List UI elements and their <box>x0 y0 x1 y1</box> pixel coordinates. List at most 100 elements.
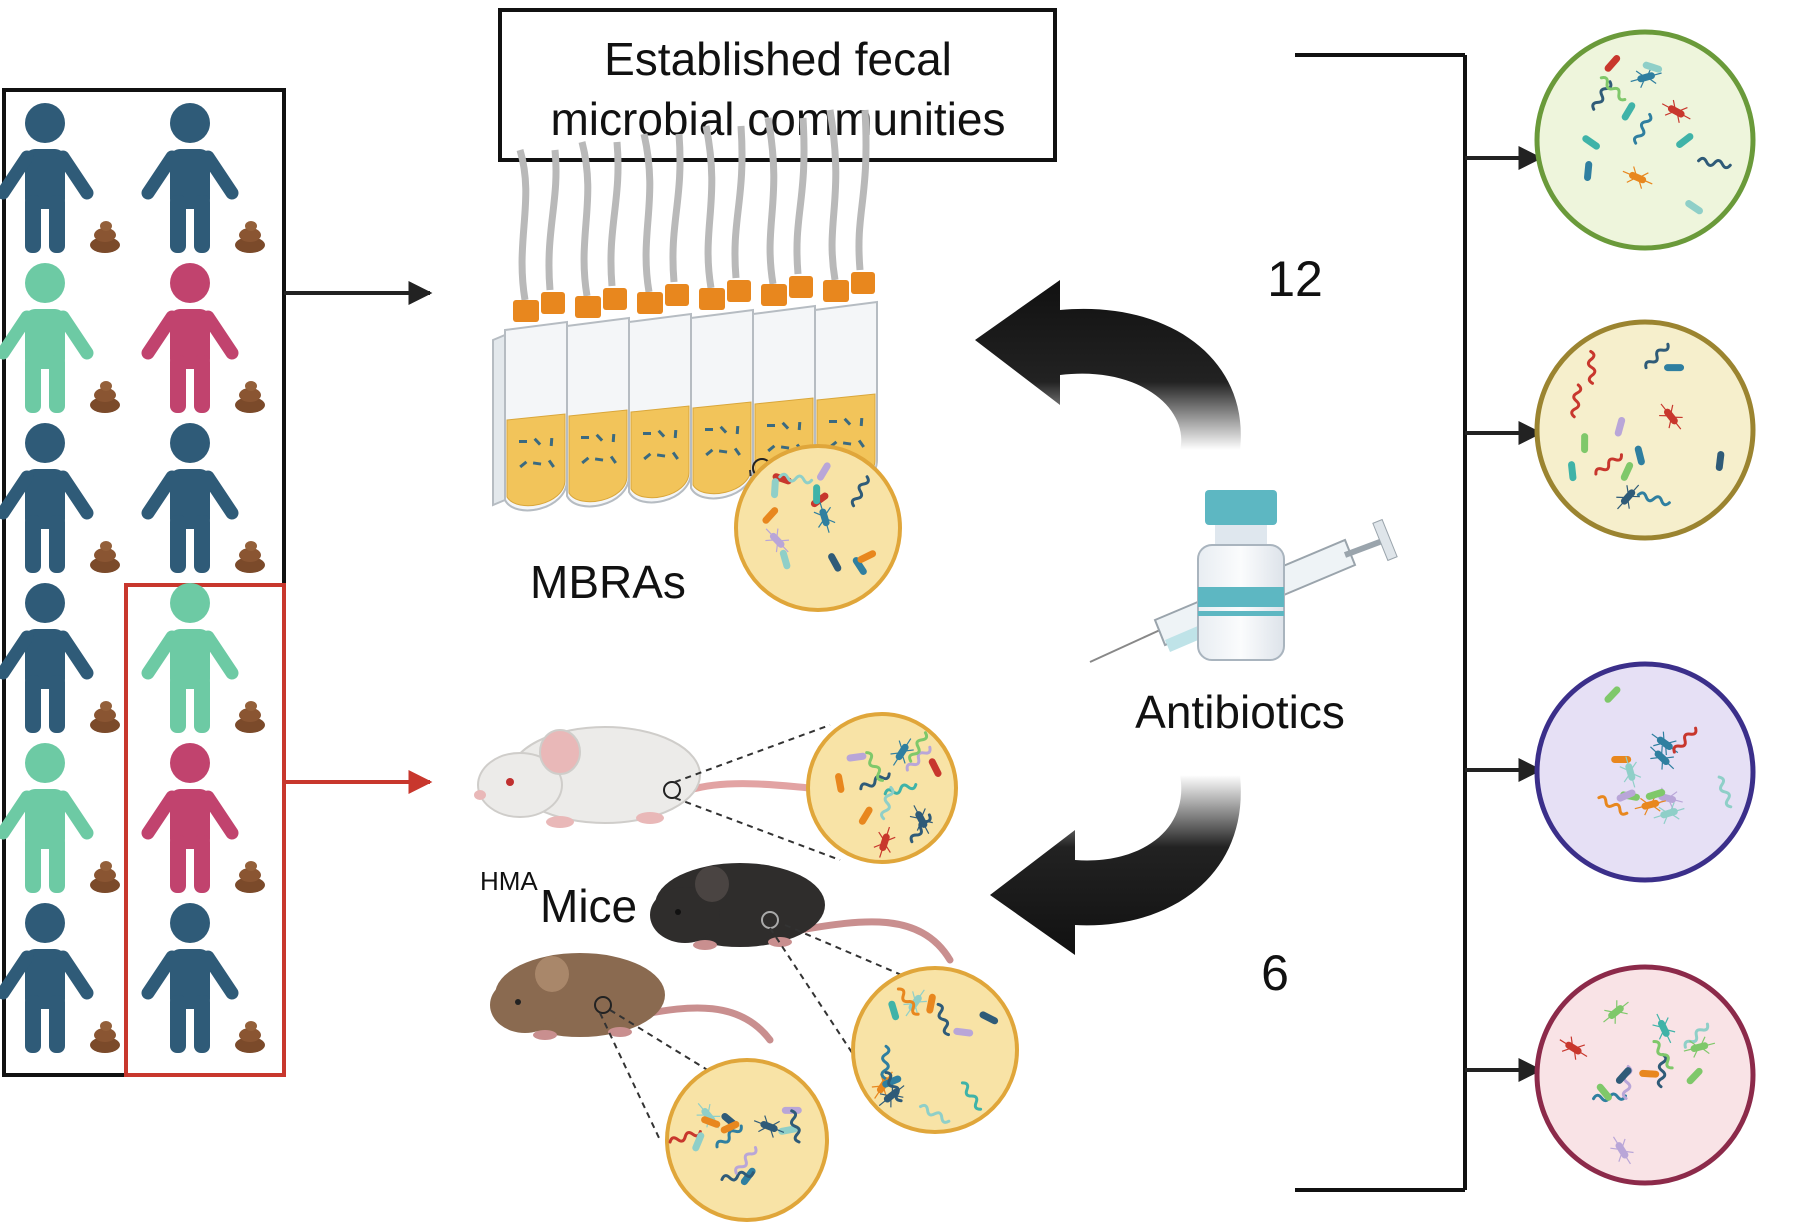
bacterium-icon <box>1570 383 1583 419</box>
stool-icon <box>90 221 120 253</box>
bacterium-icon <box>1683 1036 1716 1058</box>
donor-person-icon <box>0 583 94 733</box>
bacterium-icon <box>765 528 790 553</box>
bacterium-icon <box>1634 445 1645 466</box>
stool-icon <box>235 221 265 253</box>
mice-label: Mice <box>540 880 637 932</box>
bacterium-icon <box>890 738 914 766</box>
outcome-communities <box>1534 29 1756 1186</box>
outcome-community-2 <box>1534 319 1756 541</box>
bacterium-icon <box>1610 1136 1634 1165</box>
bacterium-icon <box>882 1075 902 1088</box>
curved-arrow-to-mice <box>990 775 1241 955</box>
stool-icon <box>90 861 120 893</box>
brown-mouse-zoom-source <box>594 996 612 1014</box>
bacterium-icon <box>865 751 885 782</box>
white-mouse-microbe-zoom <box>806 712 958 864</box>
bacterium-icon <box>1642 61 1663 73</box>
stool-icon <box>235 861 265 893</box>
bacterium-icon <box>1661 99 1691 123</box>
bacterium-icon <box>1652 1040 1674 1070</box>
white-mouse <box>474 726 934 828</box>
bacterium-icon <box>813 501 836 533</box>
black-mouse <box>650 863 954 964</box>
bacterium-icon <box>859 772 891 791</box>
donor-person-icon <box>141 583 239 733</box>
brown-mouse-zoom-line <box>599 1012 661 1141</box>
bacterium-icon <box>1584 161 1593 181</box>
bacterium-icon <box>1653 802 1685 825</box>
stool-icon <box>235 381 265 413</box>
stool-icon <box>235 541 265 573</box>
bacterium-icon <box>789 1109 801 1144</box>
title-line-1: Established fecal <box>604 33 952 85</box>
bacterium-icon <box>909 813 932 844</box>
bacterium-icon <box>979 1011 999 1025</box>
bacterium-icon <box>926 993 936 1014</box>
bacterium-icon <box>1715 451 1725 471</box>
bacterium-icon <box>1652 1013 1676 1044</box>
bacterium-icon <box>1634 794 1666 816</box>
bacterium-icon <box>1636 491 1671 507</box>
title-box <box>498 8 1057 162</box>
petri-circle <box>734 444 902 612</box>
bacterium-icon <box>1685 200 1703 215</box>
stool-icon <box>90 701 120 733</box>
donor-person-icon <box>141 423 239 573</box>
bacterium-icon <box>1603 1000 1629 1024</box>
bacterium-icon <box>846 752 867 762</box>
bacterium-icon <box>903 989 927 1017</box>
bacterium-icon <box>1639 1069 1660 1078</box>
bacterium-icon <box>953 1027 974 1037</box>
bacterium-icon <box>1651 731 1679 756</box>
bacterium-icon <box>1599 76 1627 102</box>
bacterium-icon <box>1582 135 1600 150</box>
bacterium-icon <box>720 1170 755 1182</box>
donor-person-icon <box>141 103 239 253</box>
bacterium-icon <box>762 507 779 524</box>
bacterium-icon <box>1615 1067 1632 1084</box>
bacterium-icon <box>1630 66 1662 88</box>
antibiotics-label: Antibiotics <box>1135 686 1345 738</box>
bacterium-icon <box>1616 484 1640 510</box>
bacterium-icon <box>1683 1022 1710 1049</box>
outcome-bracket <box>1295 53 1467 1192</box>
bacterium-icon <box>778 472 814 485</box>
bacterium-icon <box>1676 133 1694 149</box>
bacterium-icon <box>936 1002 951 1037</box>
bacterium-icon <box>734 1146 758 1175</box>
brown-mouse <box>490 953 774 1044</box>
bacterium-icon <box>1622 166 1653 189</box>
bacterium-icon <box>896 987 920 1016</box>
bacterium-icon <box>1650 745 1675 770</box>
bacterium-icon <box>1664 364 1685 372</box>
bacterium-icon <box>720 1120 740 1134</box>
stool-icon <box>235 1021 265 1053</box>
bacterium-icon <box>1597 795 1629 816</box>
bacterium-icon <box>828 553 842 572</box>
donor-person-icon <box>141 743 239 893</box>
petri-circle <box>851 966 1019 1134</box>
bacterium-icon <box>1568 461 1577 482</box>
stool-icon <box>90 381 120 413</box>
outcome-community-3 <box>1534 661 1756 883</box>
bacterium-icon <box>1586 349 1597 385</box>
bacterium-icon <box>909 805 933 834</box>
outcome-community-4 <box>1534 964 1756 1186</box>
bacterium-icon <box>1620 462 1634 481</box>
donor-person-icon <box>141 263 239 413</box>
white-mouse-zoom-source <box>663 781 681 799</box>
count-top: 12 <box>1267 251 1323 307</box>
mbra-microbe-zoom <box>734 444 902 612</box>
bacterium-icon <box>928 758 942 777</box>
donor-person-icon <box>0 903 94 1053</box>
bacterium-icon <box>1621 102 1636 121</box>
bacterium-icon <box>880 785 895 821</box>
curved-arrow-to-mbras <box>975 280 1241 450</box>
stool-icon <box>235 701 265 733</box>
donor-person-icon <box>0 423 94 573</box>
bacterium-icon <box>692 1132 705 1152</box>
bacterium-icon <box>1614 416 1626 437</box>
stool-icon <box>90 1021 120 1053</box>
bacterium-icon <box>1611 755 1632 763</box>
